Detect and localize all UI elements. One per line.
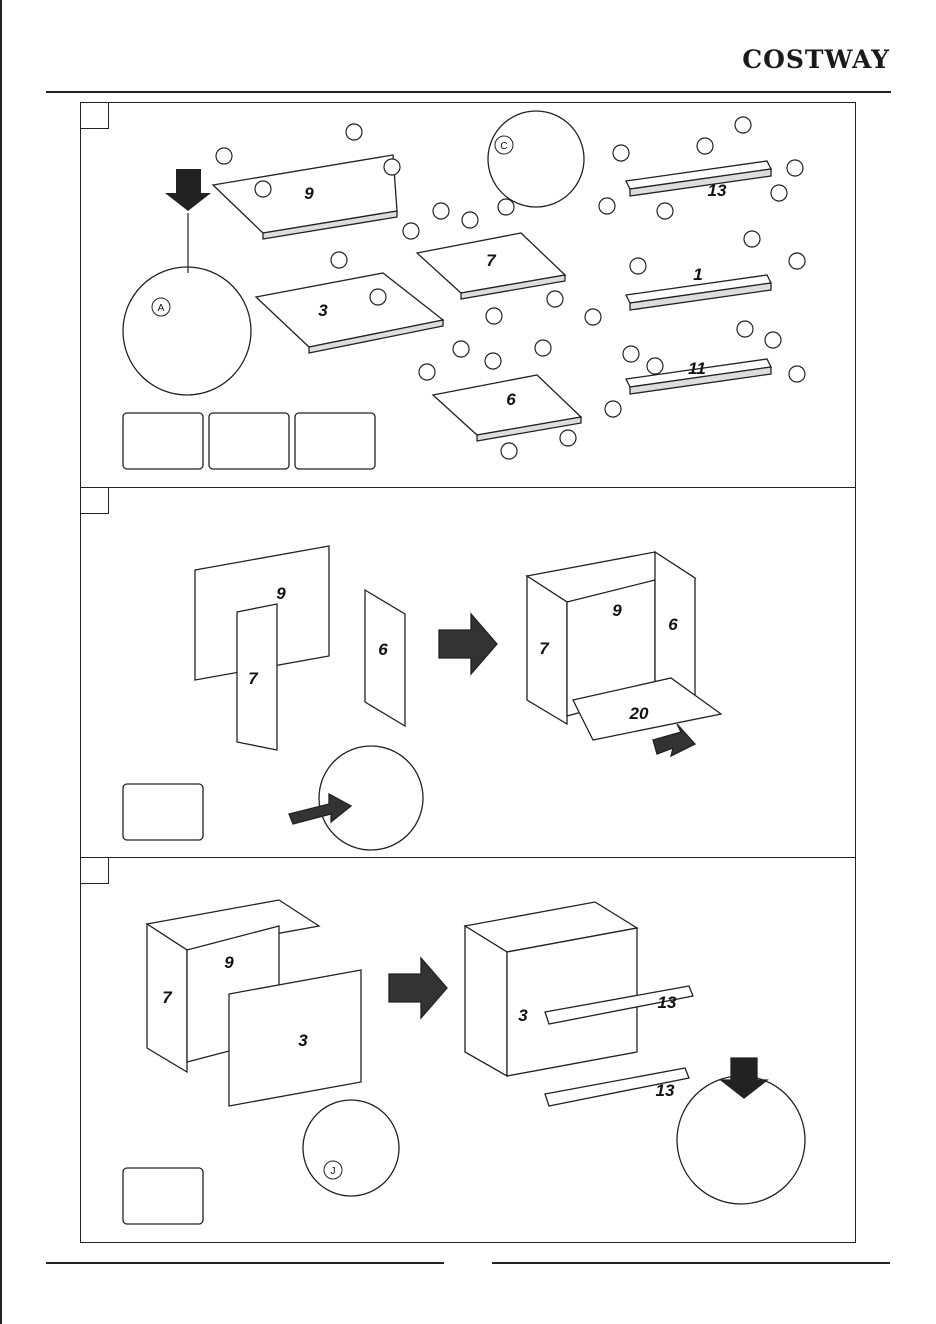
step-2-panel: 9 7 6 9 7 6 20 [80, 487, 856, 858]
callout-a-label: A [158, 303, 165, 314]
step-3-illustration: J 9 7 3 3 13 13 [81, 858, 857, 1244]
panel-label-20: 20 [629, 704, 649, 723]
push-arrow-icon [653, 724, 695, 756]
panel-label-7: 7 [486, 251, 497, 270]
right-arrow-icon [389, 958, 447, 1018]
callout-c-label: C [500, 141, 507, 152]
footer-rule-left [46, 1262, 444, 1264]
panel-label-3: 3 [318, 301, 328, 320]
panel-3-board [256, 273, 443, 347]
page-border [0, 0, 2, 1324]
panel-label-11: 11 [688, 359, 706, 378]
header-rule [46, 91, 891, 93]
assembled-label-9: 9 [612, 601, 622, 620]
part-box-cam-bolt [123, 413, 203, 469]
panel-label-6: 6 [378, 640, 388, 659]
step-1-panel: A C 9 3 7 6 13 1 11 [80, 102, 856, 488]
panel-label-9: 9 [276, 584, 286, 603]
footer-rule-right [492, 1262, 890, 1264]
callout-a-circle [123, 267, 251, 395]
panel-label-7: 7 [248, 669, 259, 688]
down-arrow-icon [165, 169, 211, 211]
panel-label-3: 3 [298, 1031, 308, 1050]
callout-j-label: J [331, 1166, 336, 1177]
right-arrow-icon [439, 614, 497, 674]
part-box-bolt [123, 1168, 203, 1224]
panel-label-6: 6 [506, 390, 516, 409]
part-box-cam [123, 784, 203, 840]
bolt-callout-circle [303, 1100, 399, 1196]
front-panel-3 [229, 970, 361, 1106]
part-box-dowel [295, 413, 375, 469]
panel-label-9: 9 [224, 953, 234, 972]
step-3-panel: J 9 7 3 3 13 13 [80, 857, 856, 1243]
part-box-cam-lock [209, 413, 289, 469]
step-2-illustration: 9 7 6 9 7 6 20 [81, 488, 857, 859]
panel-label-1: 1 [693, 265, 702, 284]
assembled-label-6: 6 [668, 615, 678, 634]
step-1-illustration: A C 9 3 7 6 13 1 11 [81, 103, 857, 489]
callout-c-circle [488, 111, 584, 207]
panel-label-13: 13 [708, 181, 727, 200]
assembled-label-7: 7 [539, 639, 550, 658]
rail-label-13-top: 13 [658, 993, 677, 1012]
brand-logo: COSTWAY [712, 46, 890, 74]
panel-label-9: 9 [304, 184, 314, 203]
rail-label-13-bottom: 13 [656, 1081, 675, 1100]
assembled-label-3: 3 [518, 1006, 528, 1025]
panel-label-7: 7 [162, 988, 173, 1007]
